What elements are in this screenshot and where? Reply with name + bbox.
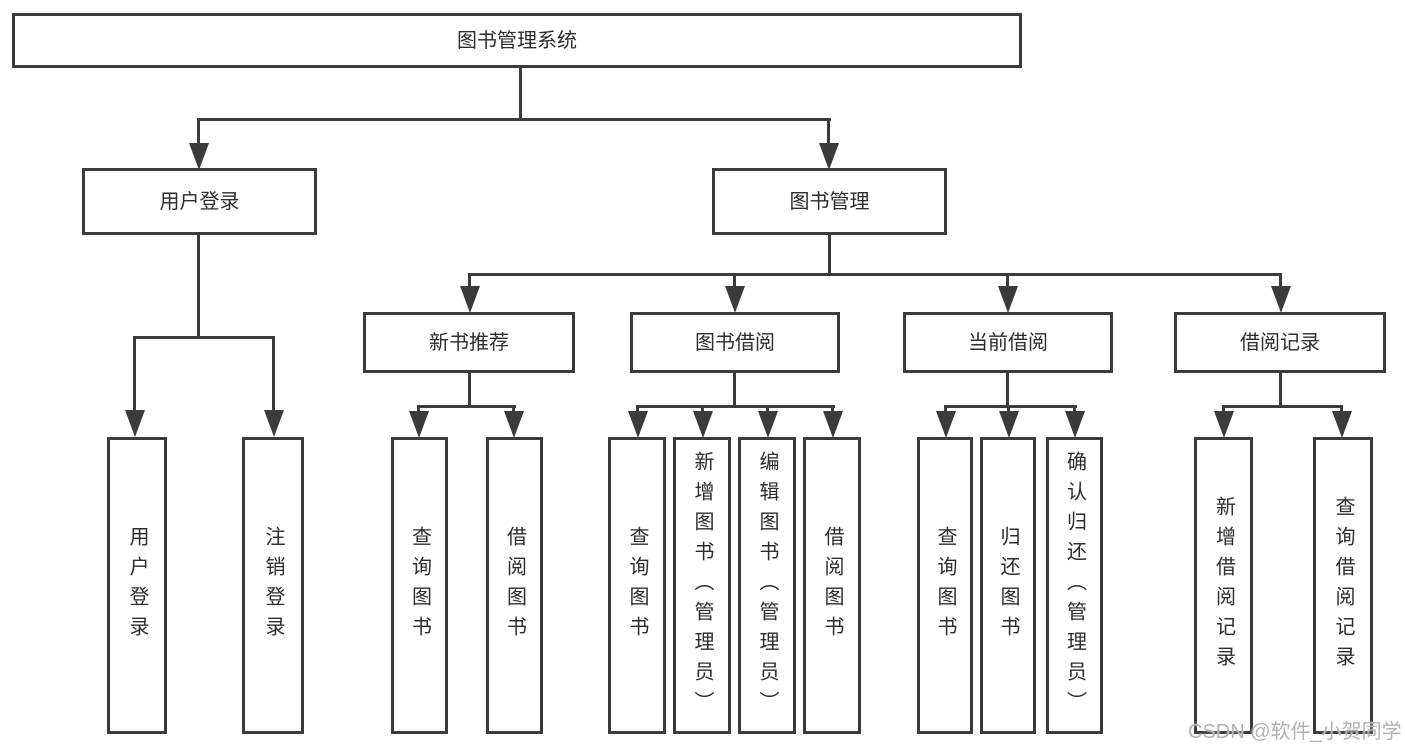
arrow-down-icon xyxy=(692,405,713,438)
arrow-down-icon xyxy=(188,118,209,170)
connector-book-borrow-rail xyxy=(636,405,835,408)
csdn-watermark: CSDN @软件_小贺同学 xyxy=(1188,721,1402,743)
leaf-add-borrow-record: 新增借阅记录 xyxy=(1194,437,1253,734)
node-new-book-recommend: 新书推荐 xyxy=(363,312,575,373)
leaf-add-book-admin: 新增图书（管理员） xyxy=(673,437,731,734)
connector-current-borrow-rail xyxy=(944,405,1077,408)
connector-current-borrow-stem xyxy=(1006,373,1009,408)
arrow-down-icon xyxy=(818,118,839,170)
arrow-down-icon xyxy=(935,405,956,438)
node-book-management: 图书管理 xyxy=(712,168,947,235)
connector-user-login-stem xyxy=(197,235,200,339)
node-user-login: 用户登录 xyxy=(82,168,317,235)
arrow-down-icon xyxy=(997,273,1018,313)
arrow-down-icon xyxy=(503,405,524,438)
connector-new-book-recommend-stem xyxy=(468,373,471,408)
connector-book-management-rail xyxy=(468,273,1282,276)
arrow-down-icon xyxy=(1270,273,1291,313)
arrow-down-icon xyxy=(1213,405,1234,438)
node-library-management-system: 图书管理系统 xyxy=(12,13,1022,68)
leaf-query-books-current: 查询图书 xyxy=(917,437,973,734)
leaf-borrow-books: 借阅图书 xyxy=(803,437,861,734)
arrow-down-icon xyxy=(822,405,843,438)
connector-book-management-stem xyxy=(828,235,831,276)
connector-user-login-rail xyxy=(133,336,275,339)
leaf-edit-book-admin: 编辑图书（管理员） xyxy=(738,437,796,734)
node-current-borrow: 当前借阅 xyxy=(903,312,1113,373)
arrow-down-icon xyxy=(124,336,145,437)
connector-root-stem xyxy=(519,67,522,118)
leaf-query-borrow-record: 查询借阅记录 xyxy=(1313,437,1373,734)
connector-new-book-recommend-rail xyxy=(417,405,516,408)
arrow-down-icon xyxy=(998,405,1019,438)
connector-borrow-record-stem xyxy=(1279,373,1282,408)
leaf-user-login: 用户登录 xyxy=(107,437,167,734)
leaf-query-books-borrow: 查询图书 xyxy=(608,437,666,734)
leaf-logout: 注销登录 xyxy=(242,437,304,734)
node-book-borrow: 图书借阅 xyxy=(630,312,840,373)
arrow-down-icon xyxy=(1331,405,1352,438)
connector-book-borrow-stem xyxy=(733,373,736,408)
arrow-down-icon xyxy=(459,273,480,313)
arrow-down-icon xyxy=(724,273,745,313)
arrow-down-icon xyxy=(1064,405,1085,438)
connector-borrow-record-rail xyxy=(1222,405,1343,408)
leaf-borrow-books-recommend: 借阅图书 xyxy=(486,437,543,734)
arrow-down-icon xyxy=(627,405,648,438)
node-borrow-record: 借阅记录 xyxy=(1174,312,1386,373)
leaf-return-book: 归还图书 xyxy=(980,437,1036,734)
connector-root-rail xyxy=(197,118,831,121)
arrow-down-icon xyxy=(263,336,284,437)
arrow-down-icon xyxy=(757,405,778,438)
arrow-down-icon xyxy=(408,405,429,438)
leaf-confirm-return-admin: 确认归还（管理员） xyxy=(1046,437,1103,734)
leaf-query-books-recommend: 查询图书 xyxy=(391,437,448,734)
